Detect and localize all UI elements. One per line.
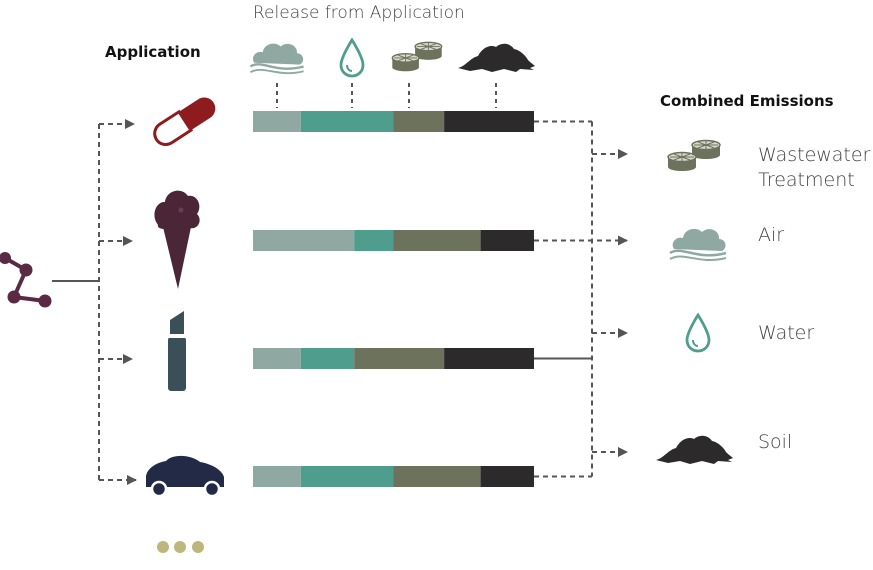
application-heading: Application xyxy=(105,43,201,61)
cloud-icon xyxy=(249,42,305,75)
soil-pile-icon xyxy=(458,43,535,72)
combined-emissions-heading: Combined Emissions xyxy=(660,92,834,110)
bar-segment-water xyxy=(300,348,355,369)
bar-segment-soil xyxy=(444,348,534,369)
release-bar-ice-cream xyxy=(253,230,534,251)
bar-segment-wastewater xyxy=(393,230,481,251)
release-heading: Release from Application xyxy=(253,3,465,23)
bar-segment-soil xyxy=(444,111,534,132)
water-drop-icon xyxy=(685,313,711,353)
bar-segment-water xyxy=(300,111,394,132)
bar-segment-wastewater xyxy=(393,466,481,487)
water-drop-icon xyxy=(339,38,365,78)
ice-cream-icon xyxy=(154,190,200,289)
emission-label: Soil xyxy=(758,431,792,453)
bar-segment-air xyxy=(253,111,301,132)
emission-2: Water xyxy=(685,313,814,353)
emission-1: Air xyxy=(668,224,784,262)
release-bar-pill xyxy=(253,111,534,132)
bar-segment-wastewater xyxy=(354,348,445,369)
left-connectors xyxy=(52,124,100,480)
soil-pile-icon xyxy=(656,435,733,464)
emission-label: Air xyxy=(758,224,784,246)
right-connectors xyxy=(534,120,628,478)
bar-segment-air xyxy=(253,348,301,369)
molecule-icon xyxy=(0,252,52,308)
car-icon xyxy=(146,455,224,498)
bar-segment-air xyxy=(253,230,355,251)
lipstick-icon xyxy=(168,311,186,391)
left-branches xyxy=(99,119,137,485)
emission-label: Wastewater xyxy=(758,144,871,166)
bar-segment-water xyxy=(354,230,394,251)
bar-segment-water xyxy=(300,466,394,487)
bar-segment-air xyxy=(253,466,301,487)
release-legend xyxy=(249,38,535,108)
release-bar-lipstick xyxy=(253,348,534,369)
bar-segment-soil xyxy=(480,230,534,251)
release-bars xyxy=(253,111,534,487)
cloud-icon xyxy=(668,227,728,262)
emission-3: Soil xyxy=(656,431,792,464)
release-bar-car xyxy=(253,466,534,487)
emission-label: Treatment xyxy=(758,169,855,191)
bar-segment-soil xyxy=(480,466,534,487)
pill-icon xyxy=(153,97,216,146)
bar-segment-wastewater xyxy=(393,111,445,132)
wastewater-treatment-icon xyxy=(391,41,443,72)
emission-label: Water xyxy=(758,322,814,344)
wastewater-treatment-icon xyxy=(667,139,721,172)
more-applications-dots-icon xyxy=(157,541,204,553)
